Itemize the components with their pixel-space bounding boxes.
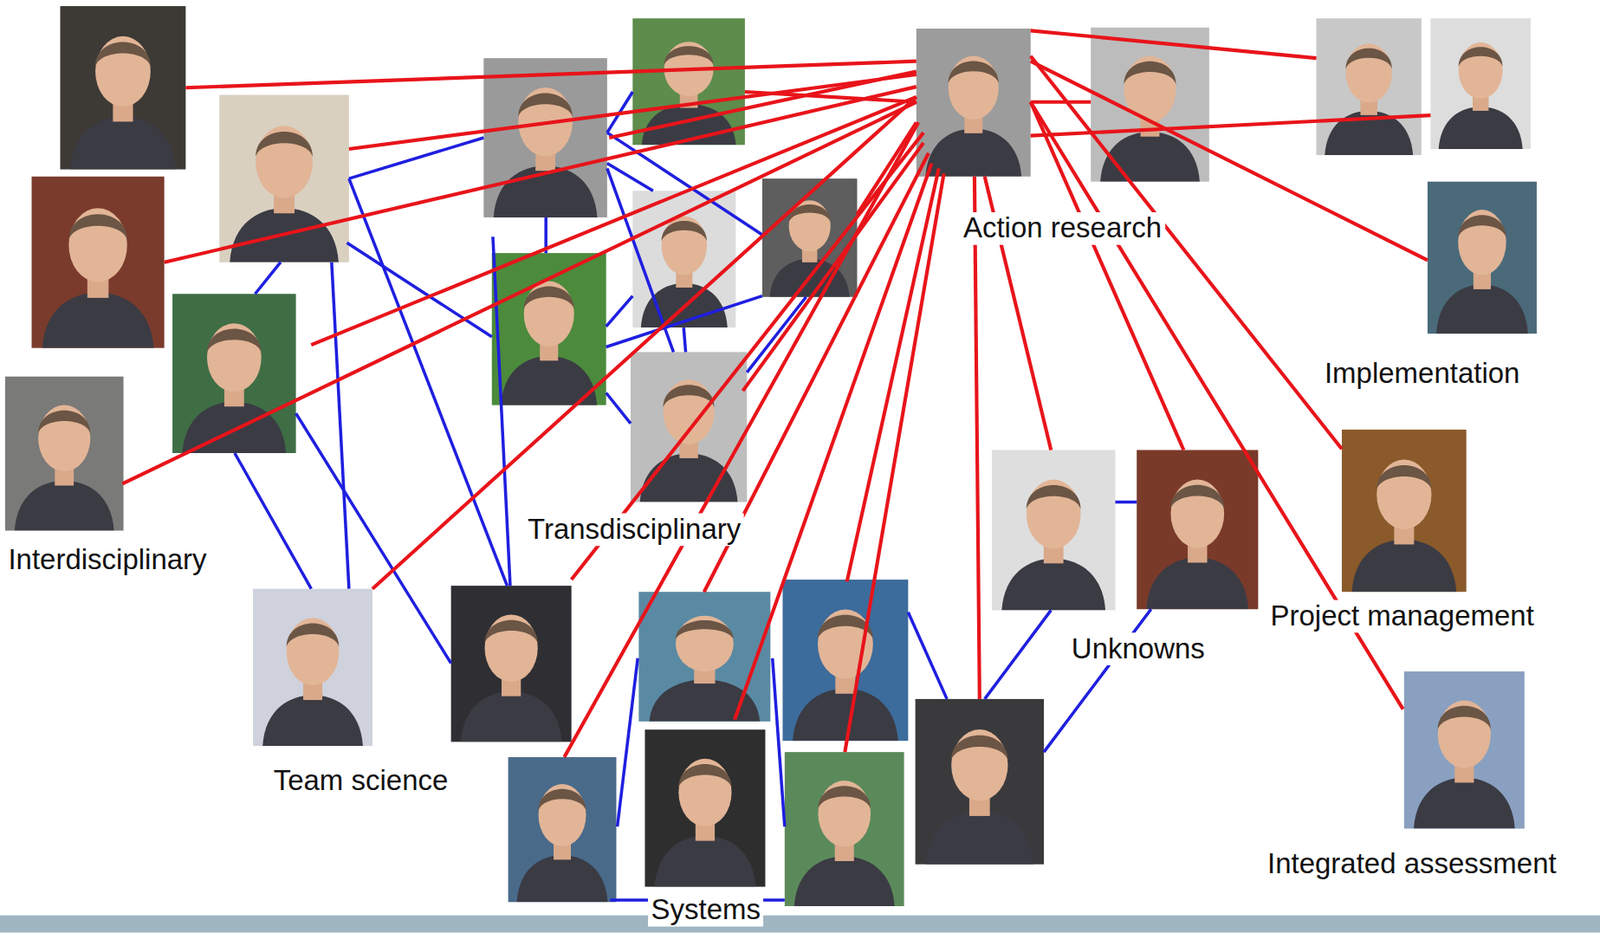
category-label: Integrated assessment: [1263, 848, 1560, 881]
portrait: [1404, 671, 1525, 829]
portrait: [916, 28, 1031, 177]
category-label: Project management: [1267, 600, 1537, 634]
portrait: [915, 699, 1044, 865]
category-label: Transdisciplinary: [524, 512, 744, 546]
portrait: [59, 6, 186, 169]
portrait: [492, 252, 607, 406]
category-label: Systems: [647, 893, 765, 927]
portrait: [644, 729, 765, 887]
portrait: [451, 585, 572, 742]
portrait: [1316, 18, 1422, 156]
footer-bar: [0, 915, 1600, 933]
portrait: [32, 176, 165, 349]
portrait-photos: [5, 6, 1537, 907]
portrait: [1136, 449, 1258, 609]
portrait: [219, 95, 350, 263]
portrait: [782, 579, 908, 741]
portrait: [508, 757, 617, 902]
portrait: [1341, 429, 1467, 592]
red-links: [122, 30, 1431, 758]
category-label: Team science: [270, 764, 452, 797]
portrait: [1427, 181, 1537, 335]
category-label: Interdisciplinary: [5, 544, 210, 577]
category-label: Action research: [959, 212, 1165, 246]
portrait: [784, 751, 905, 907]
portrait: [638, 591, 771, 722]
category-label: Implementation: [1321, 356, 1523, 390]
portrait: [5, 376, 124, 532]
portrait: [632, 18, 745, 145]
category-label: Unknowns: [1068, 632, 1208, 666]
portrait: [1430, 18, 1530, 149]
portrait: [1090, 27, 1210, 182]
portrait: [483, 58, 608, 218]
portrait: [991, 449, 1116, 610]
portrait: [252, 589, 373, 746]
